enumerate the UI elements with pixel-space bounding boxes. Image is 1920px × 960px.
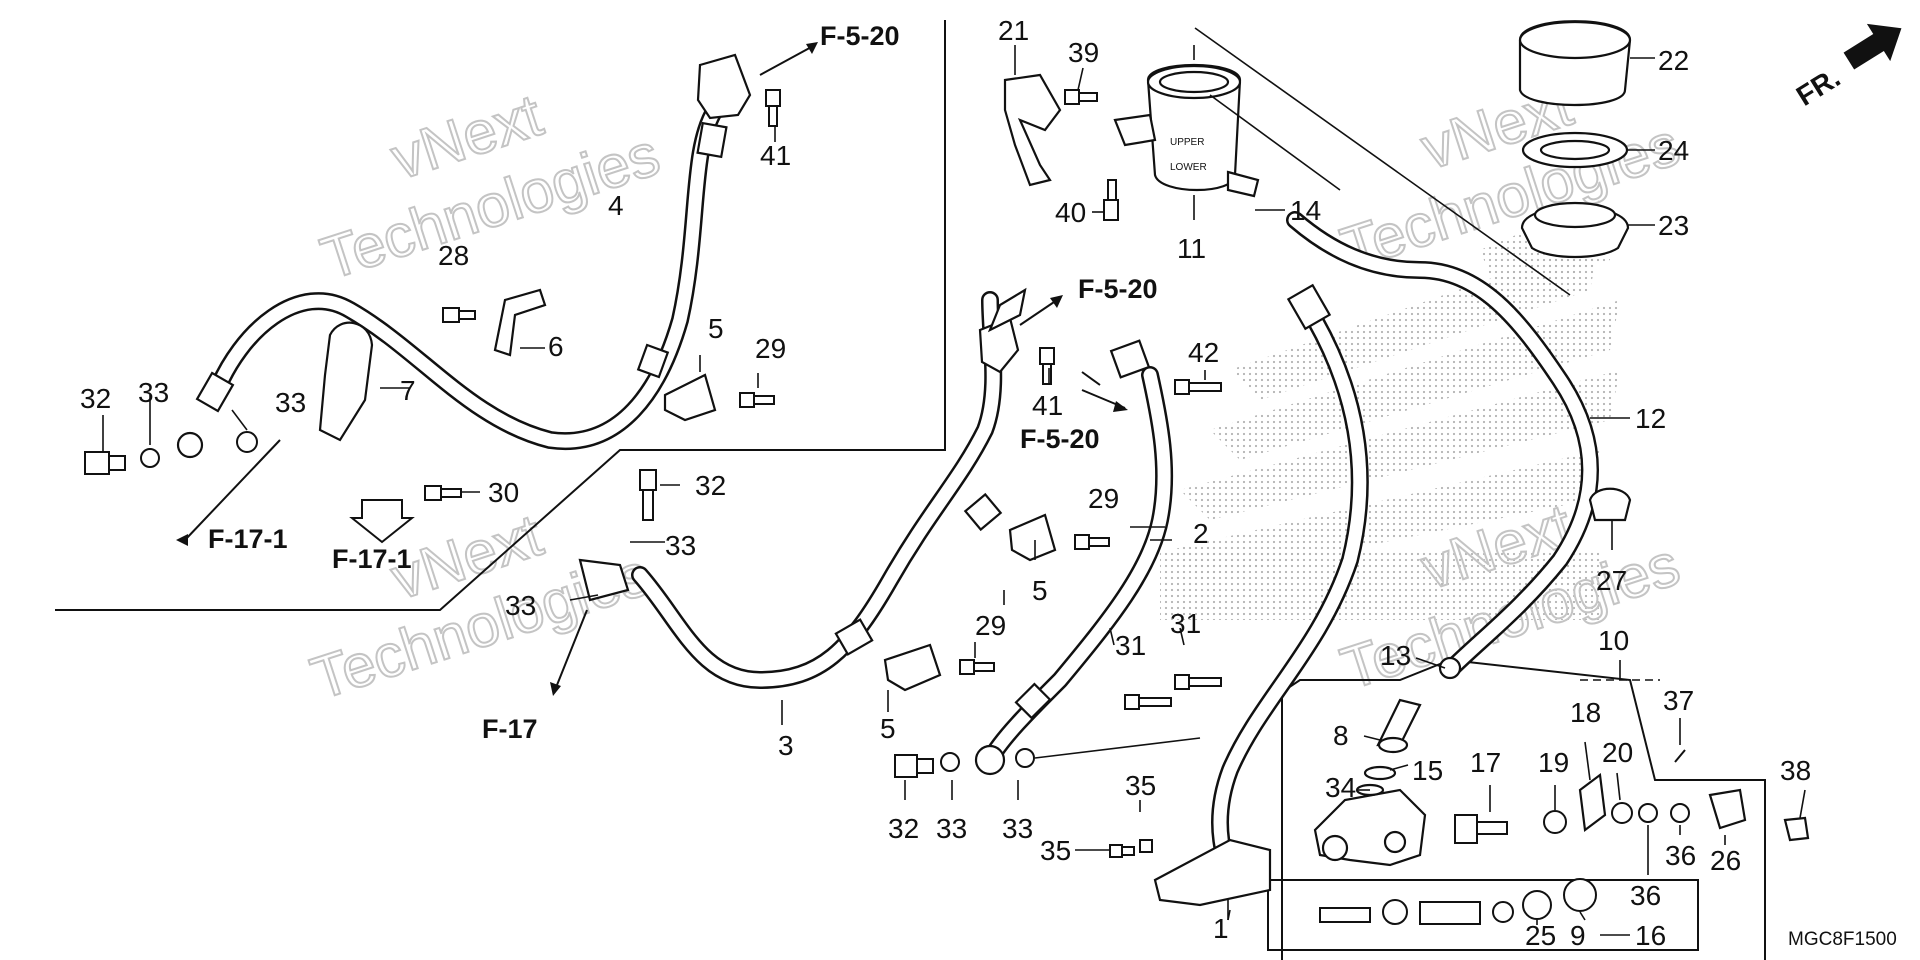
reference-label[interactable]: F-17: [482, 714, 538, 744]
part-label[interactable]: 38: [1780, 755, 1811, 786]
part-label[interactable]: 37: [1663, 685, 1694, 716]
reference-label[interactable]: F-17-1: [332, 544, 412, 574]
master-cylinder: [1313, 698, 1810, 925]
svg-text:UPPER: UPPER: [1170, 137, 1204, 148]
leader-lines: [102, 27, 1806, 936]
part-label[interactable]: 31: [1115, 630, 1146, 661]
brake-hose-3: [578, 287, 1027, 689]
part-label[interactable]: 11: [1177, 233, 1206, 264]
holder-5a: [663, 373, 717, 422]
part-label[interactable]: 4: [608, 190, 624, 221]
part-label[interactable]: 35: [1125, 770, 1156, 801]
diagram-code: MGC8F1500: [1788, 929, 1897, 950]
brake-hose-2: [974, 339, 1174, 776]
part-label[interactable]: 33: [138, 377, 169, 408]
bolt-group: [84, 89, 1222, 858]
part-label[interactable]: 32: [80, 383, 111, 414]
part-label[interactable]: 5: [708, 313, 724, 344]
reference-arrows: [176, 42, 1128, 696]
part-label[interactable]: 17: [1470, 747, 1501, 778]
reservoir-tank: UPPER LOWER: [1113, 63, 1260, 198]
part-label[interactable]: 33: [505, 590, 536, 621]
reference-label[interactable]: F-5-20: [820, 21, 900, 51]
part-label[interactable]: 13: [1380, 640, 1411, 671]
front-direction-arrow: [1843, 23, 1902, 70]
reservoir-plate: [1521, 131, 1629, 169]
part-label[interactable]: 2: [1193, 518, 1209, 549]
part-label[interactable]: 9: [1570, 920, 1586, 951]
reservoir-hose-12: [1286, 211, 1599, 680]
part-label[interactable]: 6: [548, 331, 564, 362]
reference-label[interactable]: F-17-1: [208, 524, 288, 554]
reservoir-cap: [1518, 20, 1632, 107]
joint-27: [1588, 487, 1632, 522]
background-emblem: [1160, 200, 1620, 620]
part-label[interactable]: 3: [778, 730, 794, 761]
part-label[interactable]: 31: [1170, 608, 1201, 639]
reservoir-diaphragm: [1520, 201, 1630, 259]
part-label[interactable]: 33: [665, 530, 696, 561]
part-label[interactable]: 33: [936, 813, 967, 844]
brake-hose-1: [1153, 283, 1369, 907]
brake-hose-4: [176, 53, 752, 459]
part-label[interactable]: 34: [1325, 772, 1356, 803]
part-label[interactable]: 12: [1635, 403, 1666, 434]
holder-5c: [883, 643, 942, 692]
part-label[interactable]: 36: [1630, 880, 1661, 911]
part-label[interactable]: 29: [1088, 483, 1119, 514]
part-label[interactable]: 41: [760, 140, 791, 171]
part-label[interactable]: 25: [1525, 920, 1556, 951]
part-label[interactable]: 33: [1002, 813, 1033, 844]
svg-text:LOWER: LOWER: [1170, 162, 1207, 173]
part-label[interactable]: 21: [998, 15, 1029, 46]
part-label[interactable]: 42: [1188, 337, 1219, 368]
clip-6: [493, 288, 547, 357]
part-label[interactable]: 28: [438, 240, 469, 271]
part-label[interactable]: 39: [1068, 37, 1099, 68]
part-label[interactable]: 27: [1596, 565, 1627, 596]
part-label[interactable]: 16: [1635, 920, 1666, 951]
subassembly-frame: [55, 20, 946, 611]
part-label[interactable]: 23: [1658, 210, 1689, 241]
part-label[interactable]: 18: [1570, 697, 1601, 728]
part-label[interactable]: 40: [1055, 197, 1086, 228]
part-label[interactable]: 24: [1658, 135, 1689, 166]
front-direction-label: FR.: [1791, 62, 1846, 112]
part-label[interactable]: 14: [1290, 195, 1321, 226]
part-label[interactable]: 26: [1710, 845, 1741, 876]
part-label[interactable]: 10: [1598, 625, 1629, 656]
part-label[interactable]: 19: [1538, 747, 1569, 778]
reference-label[interactable]: F-5-20: [1078, 274, 1158, 304]
part-label[interactable]: 5: [1032, 575, 1048, 606]
part-label[interactable]: 41: [1032, 390, 1063, 421]
part-label[interactable]: 8: [1333, 720, 1349, 751]
part-label[interactable]: 29: [975, 610, 1006, 641]
part-label[interactable]: 32: [695, 470, 726, 501]
part-label[interactable]: 29: [755, 333, 786, 364]
part-label[interactable]: 36: [1665, 840, 1696, 871]
subassembly-frame-master-cylinder: [1267, 658, 1766, 960]
holder-5b: [1008, 513, 1057, 562]
part-labels: 1 2 3 4 5 5 5 6 7 8 9 10 11 12 13 14 15 …: [80, 15, 1811, 951]
part-label[interactable]: 20: [1602, 737, 1633, 768]
part-label[interactable]: 5: [880, 713, 896, 744]
clamp-7: [318, 321, 374, 442]
part-label[interactable]: 30: [488, 477, 519, 508]
part-label[interactable]: 1: [1213, 913, 1229, 944]
part-label[interactable]: 22: [1658, 45, 1689, 76]
part-label[interactable]: 7: [400, 375, 416, 406]
part-label[interactable]: 33: [275, 387, 306, 418]
part-label[interactable]: 15: [1412, 755, 1443, 786]
reference-label[interactable]: F-5-20: [1020, 424, 1100, 454]
part-label[interactable]: 32: [888, 813, 919, 844]
part-label[interactable]: 35: [1040, 835, 1071, 866]
stay-21: [1003, 73, 1062, 187]
